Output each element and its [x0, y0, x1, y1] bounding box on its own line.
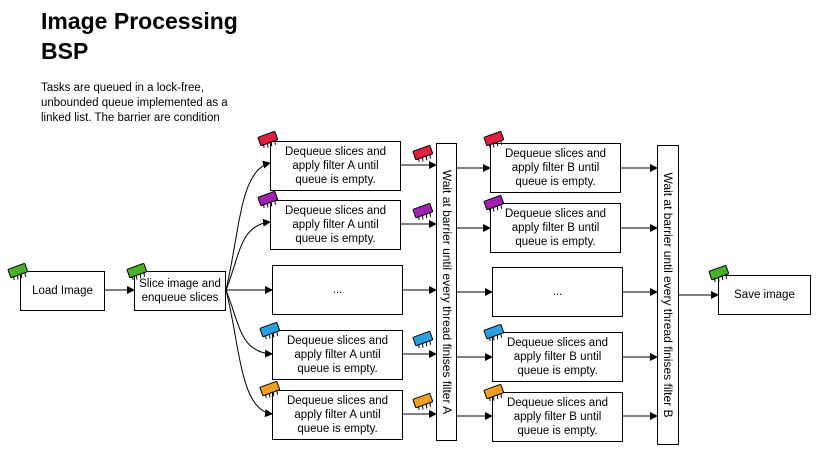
cpu-chip-icon	[259, 322, 281, 339]
arrow-slice-to-a1	[225, 160, 271, 291]
save-image-node: Save image	[718, 275, 811, 315]
slice-enqueue-node: Slice image and enqueue slices	[134, 271, 226, 311]
cpu-chip-icon	[483, 324, 505, 341]
cpu-chip-icon	[7, 263, 29, 280]
description: Tasks are queued in a lock-free, unbound…	[41, 82, 228, 124]
cpu-chip-icon	[483, 131, 505, 148]
cpu-chip-icon	[259, 381, 281, 398]
cpu-chip-icon	[483, 195, 505, 212]
arrow-slice-to-a2	[225, 218, 271, 291]
filter-b-node-4: Dequeue slices and apply filter B until …	[492, 332, 623, 382]
arrow-slice-to-a4	[225, 289, 273, 358]
barrier-a-label: Wait at barrier until every thread finis…	[439, 169, 454, 415]
cpu-chip-icon	[412, 393, 434, 410]
barrier-b-node: Wait at barrier until every thread finis…	[657, 145, 679, 445]
arrow-slice-to-a5	[225, 289, 273, 418]
filter-b-node-5: Dequeue slices and apply filter B until …	[492, 392, 623, 442]
filter-b-node-2: Dequeue slices and apply filter B until …	[490, 203, 621, 253]
load-image-node: Load Image	[20, 271, 105, 311]
cpu-chip-icon	[412, 331, 434, 348]
cpu-chip-icon	[483, 384, 505, 401]
cpu-chip-icon	[412, 145, 434, 162]
cpu-chip-icon	[257, 191, 279, 208]
barrier-b-label: Wait at barrier until every thread finis…	[661, 172, 675, 418]
cpu-chip-icon	[412, 203, 434, 220]
filter-b-node-3: ...	[492, 267, 623, 317]
page-title-text: Image Processing BSP	[41, 8, 238, 64]
filter-a-node-4: Dequeue slices and apply filter A until …	[272, 330, 403, 380]
filter-b-node-1: Dequeue slices and apply filter B until …	[490, 143, 621, 193]
barrier-a-node: Wait at barrier until every thread finis…	[436, 143, 457, 441]
filter-a-node-2: Dequeue slices and apply filter A until …	[270, 200, 401, 250]
filter-a-node-3: ...	[272, 265, 403, 315]
cpu-chip-icon	[708, 265, 730, 282]
filter-a-node-5: Dequeue slices and apply filter A until …	[272, 390, 403, 440]
cpu-chip-icon	[257, 131, 279, 148]
filter-a-node-1: Dequeue slices and apply filter A until …	[270, 141, 401, 191]
page-title: Image Processing BSP	[41, 6, 271, 66]
cpu-chip-icon	[126, 263, 148, 280]
